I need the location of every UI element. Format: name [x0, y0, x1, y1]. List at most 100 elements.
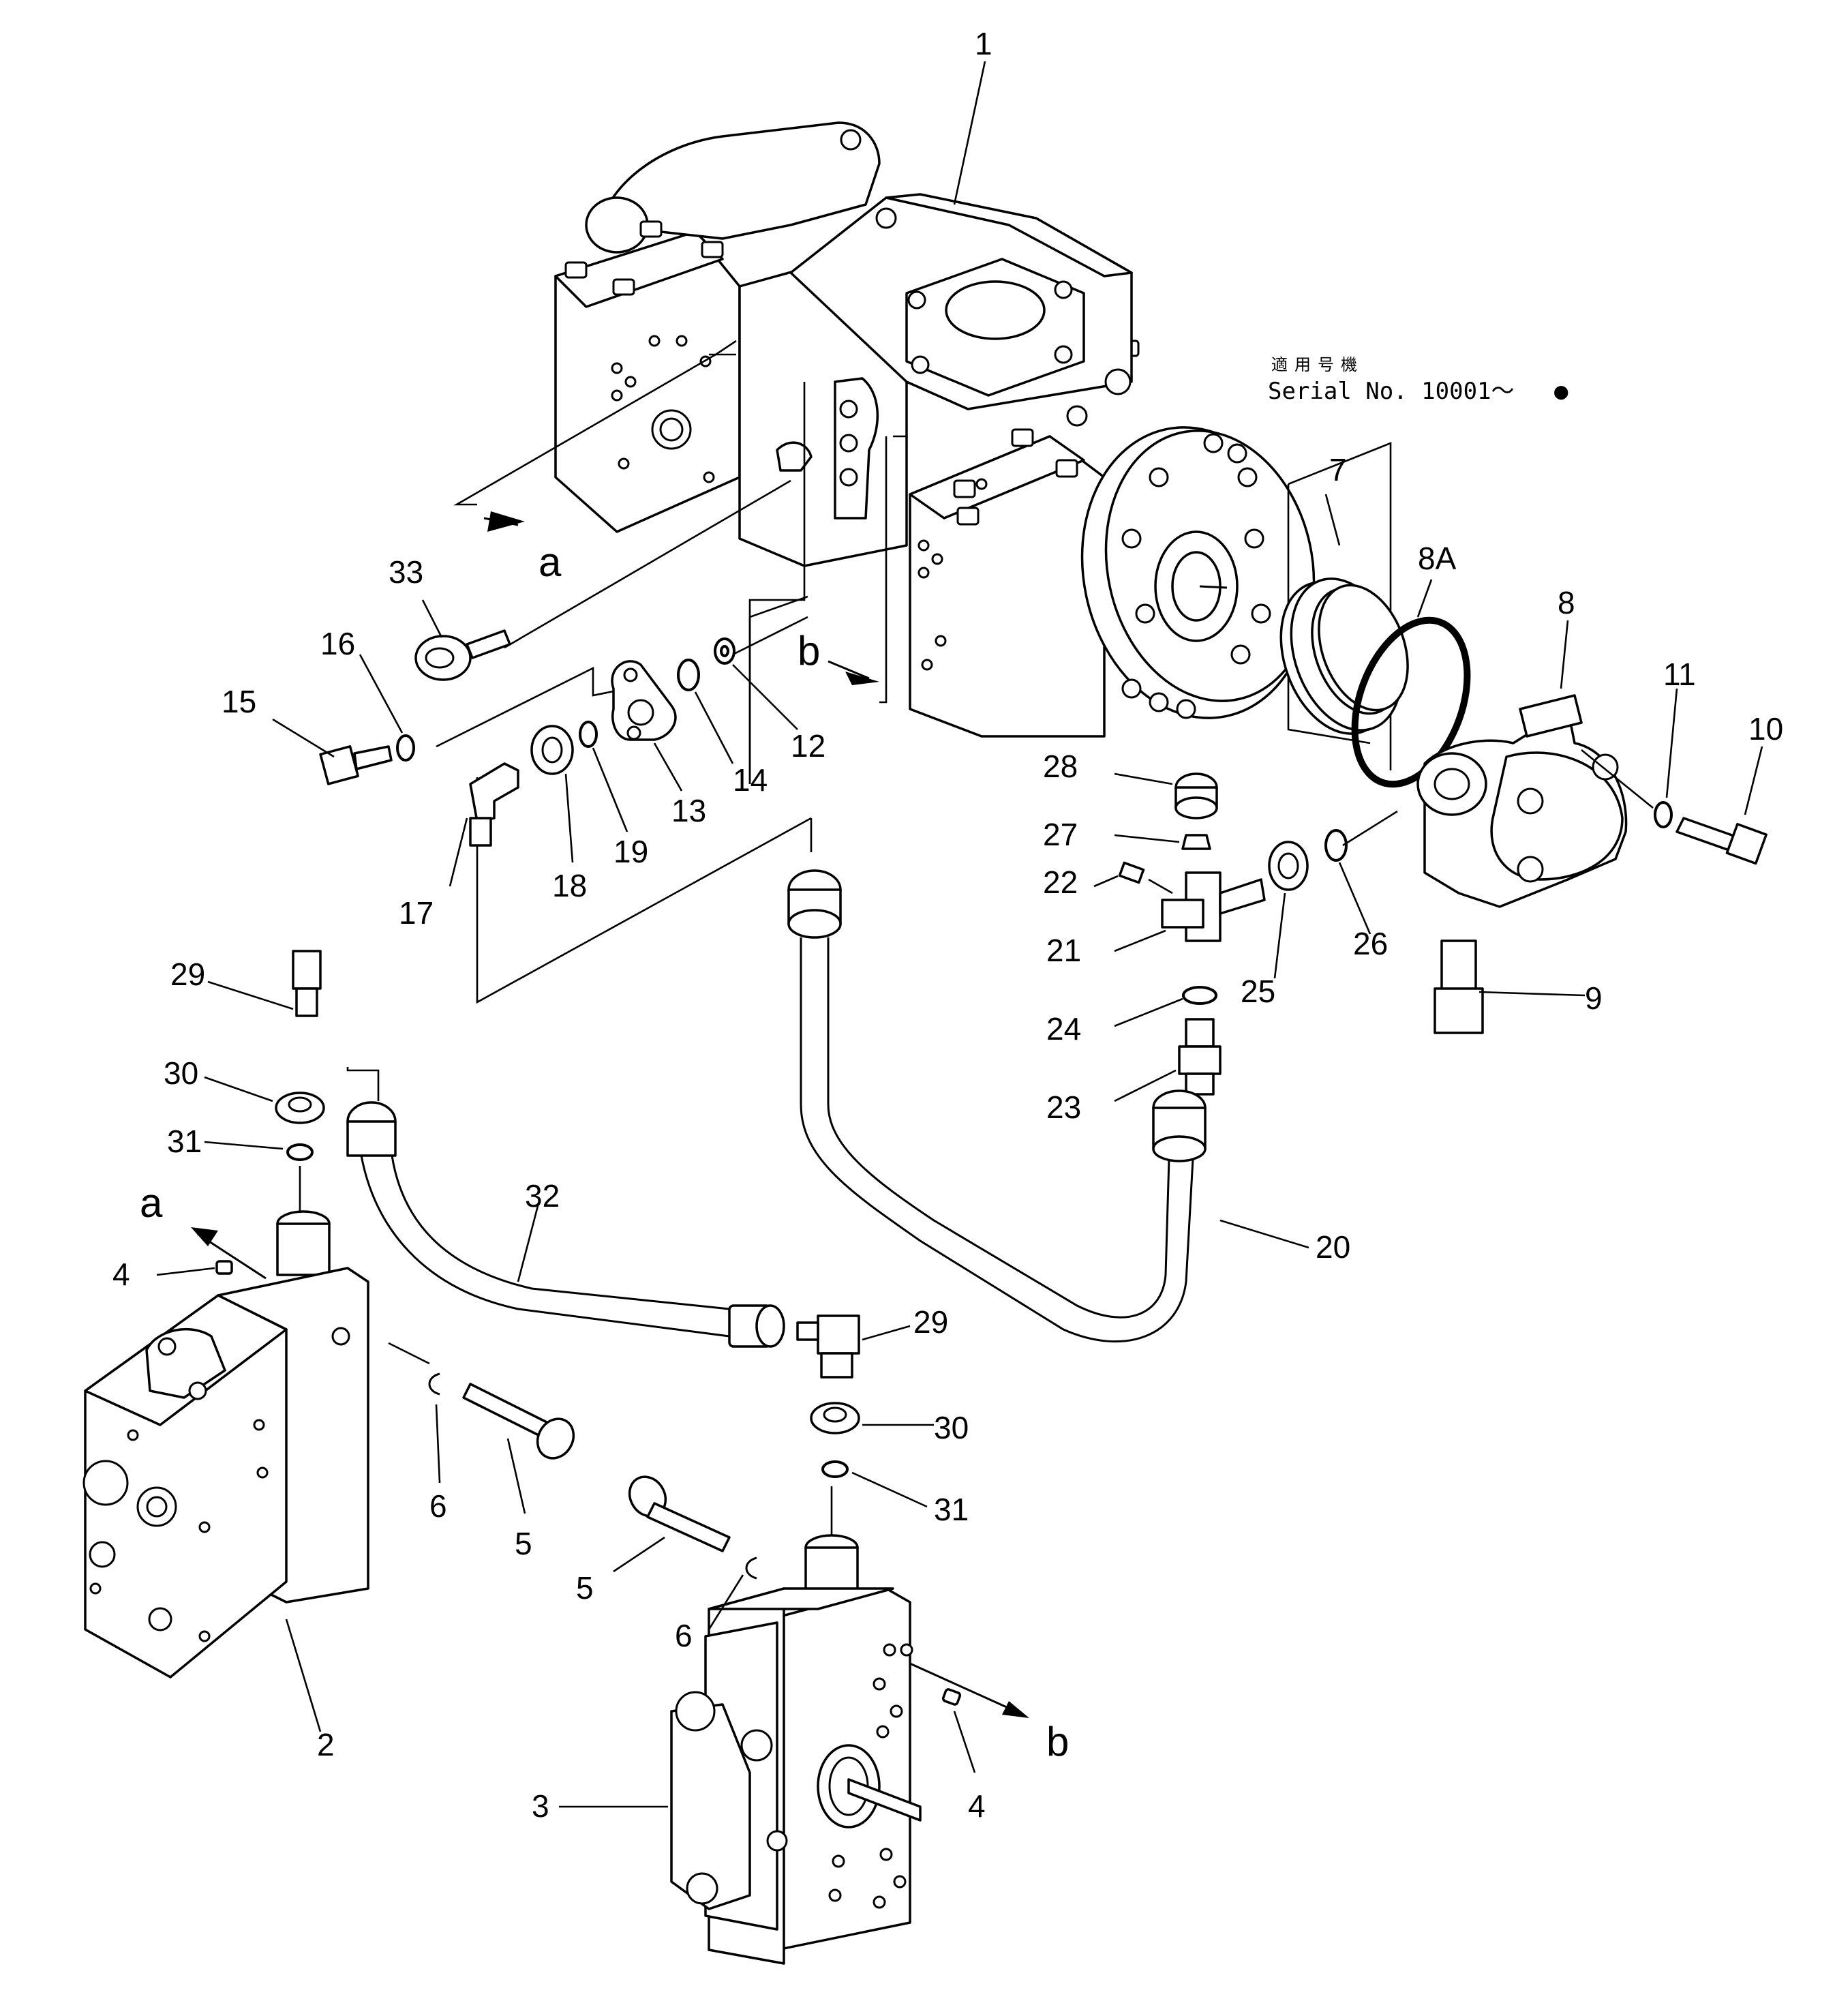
- label-6-upper: 6: [429, 1488, 447, 1524]
- washer-12: [714, 637, 798, 730]
- label-30-upper: 30: [164, 1055, 198, 1091]
- serial-number: Serial No. 10001～: [1268, 378, 1515, 405]
- arrow-a-top: [483, 511, 525, 532]
- label-10: 10: [1748, 711, 1783, 747]
- washer-11: [1581, 688, 1678, 828]
- o-ring-14: [677, 659, 734, 764]
- bolt-5-upper: [462, 1383, 575, 1514]
- ref-a-bottom: a: [140, 1180, 163, 1226]
- label-18: 18: [552, 868, 587, 903]
- reference-letters: a b a b: [140, 539, 1069, 1764]
- part-numbers: 1 2 3 4 4 5 5 6 6 7 8 8A 9 10 11 12 13 1…: [112, 26, 1783, 1824]
- o-ring-8A: [1351, 579, 1471, 788]
- bolt-15: [272, 718, 393, 785]
- label-5-lower: 5: [576, 1570, 594, 1606]
- arrow-b-top: [828, 660, 879, 685]
- label-2: 2: [317, 1727, 335, 1762]
- hose-20: [476, 777, 1309, 1343]
- ref-b-bottom: b: [1046, 1719, 1069, 1764]
- o-ring-19: [579, 721, 628, 832]
- label-23: 23: [1046, 1089, 1081, 1125]
- cap-27: [1114, 834, 1211, 850]
- label-33: 33: [389, 554, 423, 590]
- label-24: 24: [1046, 1011, 1081, 1047]
- nut-18: [530, 725, 574, 863]
- elbow-29-lower: [796, 1314, 911, 1379]
- label-11: 11: [1663, 657, 1696, 692]
- label-12: 12: [791, 728, 825, 764]
- label-4-upper: 4: [112, 1257, 130, 1292]
- hose-32: [346, 1067, 785, 1348]
- tee-21: [1114, 871, 1266, 952]
- serial-note: 適用号機 Serial No. 10001～ ●: [1268, 355, 1568, 405]
- label-5-upper: 5: [515, 1526, 532, 1561]
- label-3: 3: [532, 1788, 549, 1824]
- elbow-17: [449, 762, 519, 887]
- nut-25: [1268, 841, 1309, 979]
- nut-30-upper: [204, 1076, 325, 1124]
- eyebolt-33: [414, 599, 511, 681]
- label-15: 15: [222, 684, 256, 719]
- label-13: 13: [671, 793, 706, 828]
- label-16: 16: [320, 626, 355, 661]
- fitting-9: [1434, 939, 1586, 1034]
- pin-4-lower: [941, 1688, 976, 1773]
- flange-holes: [1121, 433, 1271, 719]
- label-20: 20: [1316, 1229, 1350, 1265]
- plug-22: [1093, 861, 1145, 888]
- label-21: 21: [1046, 933, 1081, 968]
- label-30-lower: 30: [934, 1410, 969, 1445]
- label-19: 19: [613, 834, 648, 869]
- o-ring-31-lower: [821, 1460, 928, 1508]
- clip-6-upper: [388, 1342, 441, 1484]
- bolt-10: [1675, 746, 1768, 865]
- left-block-holes: [611, 335, 715, 483]
- label-28: 28: [1043, 749, 1078, 784]
- o-ring-26: [1324, 829, 1371, 935]
- gear-pump-8: [1416, 620, 1628, 908]
- label-32: 32: [525, 1178, 560, 1214]
- pin-4-upper: [156, 1260, 233, 1276]
- seal-7: [1279, 442, 1409, 770]
- label-1: 1: [975, 26, 992, 61]
- label-8A: 8A: [1418, 541, 1457, 576]
- reference-lines-top: [453, 340, 907, 784]
- o-ring-31-upper: [204, 1141, 314, 1161]
- ref-a-top: a: [539, 539, 562, 585]
- label-31-upper: 31: [167, 1124, 202, 1159]
- label-4-lower: 4: [968, 1788, 986, 1824]
- right-block-holes: [918, 478, 988, 671]
- applicable-label: 適用号機: [1271, 355, 1364, 374]
- union-23: [1114, 1018, 1222, 1102]
- nut-30-lower: [810, 1402, 934, 1434]
- elbow-29-upper: [207, 950, 322, 1017]
- label-7: 7: [1329, 452, 1347, 487]
- arrow-a-bottom: [191, 1227, 267, 1280]
- bolt-5-lower: [613, 1475, 731, 1573]
- o-ring-24: [1114, 986, 1217, 1027]
- label-31-lower: 31: [934, 1492, 969, 1527]
- serial-marker: ●: [1554, 378, 1568, 405]
- label-29-upper: 29: [170, 957, 205, 992]
- nut-28: [1114, 772, 1218, 819]
- label-29-lower: 29: [913, 1304, 948, 1340]
- label-8: 8: [1558, 585, 1575, 620]
- ref-b-top: b: [798, 628, 820, 674]
- label-14: 14: [733, 762, 768, 798]
- label-17: 17: [399, 895, 434, 931]
- valve-block-3: [559, 1486, 922, 1965]
- clip-6-lower: [708, 1556, 757, 1630]
- label-6-lower: 6: [675, 1618, 693, 1653]
- label-22: 22: [1043, 864, 1078, 900]
- arrow-b-bottom: [909, 1662, 1029, 1718]
- main-pump-assembly: [554, 121, 1316, 738]
- bracket-13: [611, 660, 683, 792]
- label-25: 25: [1241, 974, 1275, 1009]
- label-27: 27: [1043, 817, 1078, 852]
- label-26: 26: [1353, 926, 1388, 961]
- washer-16: [359, 654, 415, 762]
- valve-3-holes: [828, 1643, 913, 1909]
- valve-block-2: [82, 1166, 369, 1732]
- label-9: 9: [1585, 980, 1603, 1016]
